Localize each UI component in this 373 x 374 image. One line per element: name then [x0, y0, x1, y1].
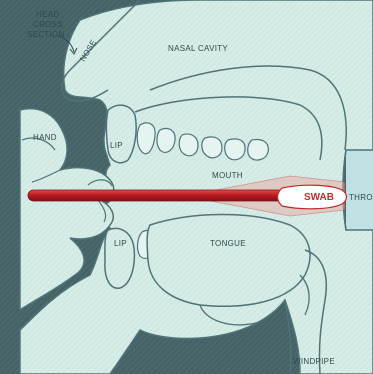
throat-label: THRO	[349, 193, 373, 202]
swab-label: SWAB	[304, 192, 334, 203]
callout-line-2: CROSS	[33, 20, 63, 29]
upper-lip-label: LIP	[110, 141, 123, 150]
hand-label: HAND	[33, 133, 57, 142]
callout-line-3: SECTION	[27, 30, 65, 39]
lower-lip-label: LIP	[114, 239, 127, 248]
mouth-label: MOUTH	[212, 171, 243, 180]
tongue-label: TONGUE	[210, 239, 246, 248]
nasal-cavity-label: NASAL CAVITY	[168, 44, 228, 53]
swab-stick	[28, 190, 290, 201]
windpipe-label: WINDPIPE	[293, 357, 335, 366]
upper-lip	[107, 105, 137, 163]
callout-line-1: HEAD	[36, 10, 59, 19]
tongue-shape	[147, 214, 310, 306]
throat-band	[346, 150, 373, 230]
lower-lip	[105, 228, 134, 288]
